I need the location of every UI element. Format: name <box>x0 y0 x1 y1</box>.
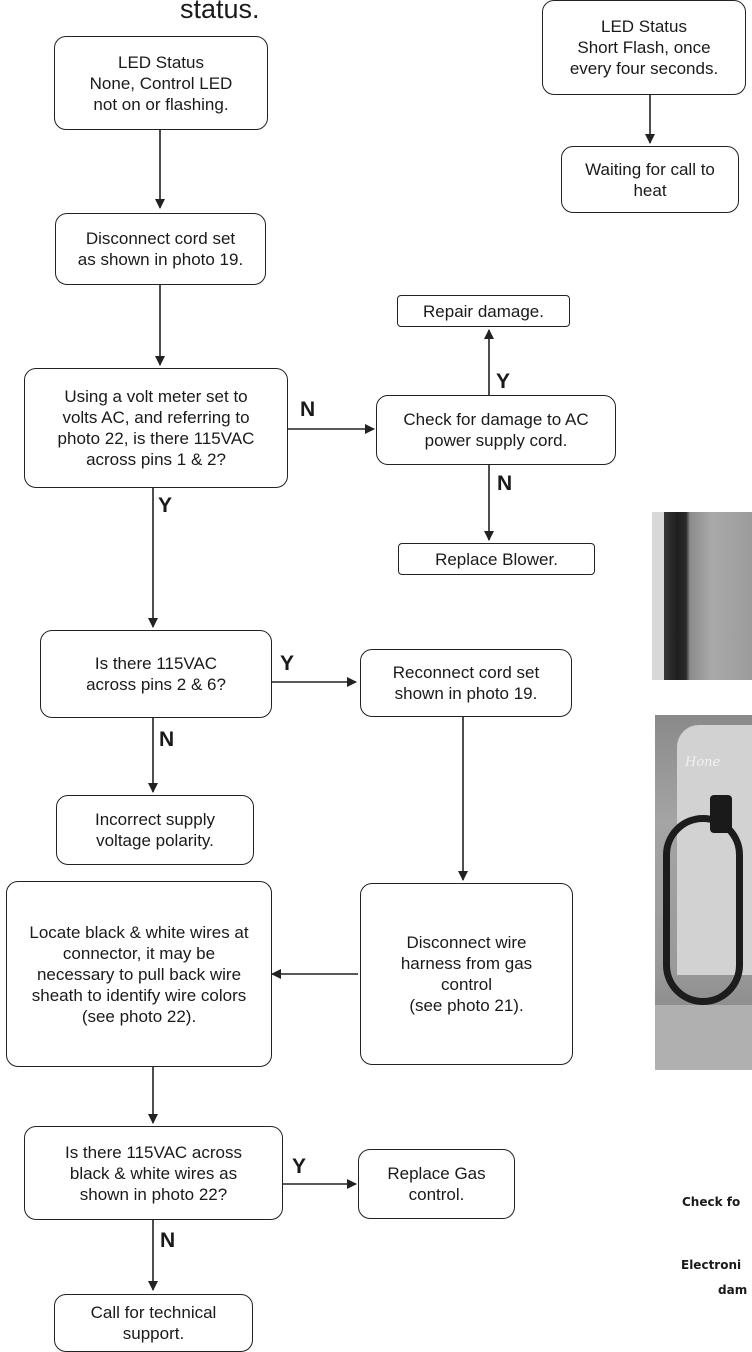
box-check-damage: Check for damage to AC power supply cord… <box>376 395 616 465</box>
box-replace-gas-control: Replace Gas control. <box>358 1149 515 1219</box>
side-note-electronic: Electroni <box>681 1258 742 1272</box>
box-disconnect-harness: Disconnect wire harness from gas control… <box>360 883 573 1065</box>
label-n-blower: N <box>497 472 513 495</box>
photo-connector <box>710 795 732 833</box>
header-fragment: status. <box>180 0 260 24</box>
label-n-blackwhite: N <box>160 1229 176 1252</box>
side-note-check: Check fo <box>682 1195 741 1209</box>
box-repair-damage: Repair damage. <box>397 295 570 327</box>
box-waiting-for-call: Waiting for call to heat <box>561 146 739 213</box>
label-y-voltmeter: Y <box>158 494 173 517</box>
photo-brand-text: Hone <box>685 755 721 770</box>
label-y-blackwhite: Y <box>292 1155 307 1178</box>
photo-cable-loop <box>663 815 743 1005</box>
photo-top-crop <box>652 512 752 680</box>
box-locate-wires: Locate black & white wires at connector,… <box>6 881 272 1067</box>
box-pins-2-6-question: Is there 115VAC across pins 2 & 6? <box>40 630 272 718</box>
box-voltmeter-question: Using a volt meter set to volts AC, and … <box>24 368 288 488</box>
photo-top-highlight <box>652 512 664 680</box>
photo-honeywell-control: Hone <box>655 715 752 1070</box>
box-replace-blower: Replace Blower. <box>398 543 595 575</box>
label-n-pins26: N <box>159 728 175 751</box>
photo-bottom-shade <box>655 1005 752 1070</box>
side-note-dam: dam <box>718 1283 748 1297</box>
label-y-pins26: Y <box>280 652 295 675</box>
box-disconnect-cord-set: Disconnect cord set as shown in photo 19… <box>55 213 266 285</box>
box-incorrect-polarity: Incorrect supply voltage polarity. <box>56 795 254 865</box>
box-black-white-question: Is there 115VAC across black & white wir… <box>24 1126 283 1220</box>
box-reconnect-cord-set: Reconnect cord set shown in photo 19. <box>360 649 572 717</box>
box-led-status-short-flash: LED Status Short Flash, once every four … <box>542 0 746 95</box>
box-call-technical-support: Call for technical support. <box>54 1294 253 1352</box>
label-n-voltmeter: N <box>300 398 316 421</box>
box-led-status-none: LED Status None, Control LED not on or f… <box>54 36 268 130</box>
label-y-repair: Y <box>496 370 511 393</box>
